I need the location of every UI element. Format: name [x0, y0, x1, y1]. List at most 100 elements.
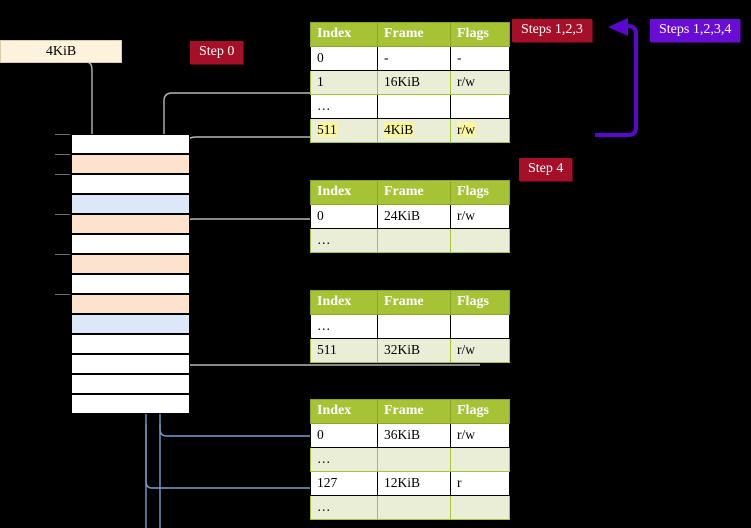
cell-frame: 32KiB: [377, 338, 451, 363]
cell-index: …: [310, 447, 378, 472]
memory-frame-row: [71, 394, 190, 414]
memory-frame-row: [71, 174, 190, 194]
badge-steps-123: Steps 1,2,3: [512, 19, 592, 42]
table-row: …: [310, 314, 510, 339]
cell-frame: [377, 228, 451, 253]
memory-frame-row: [71, 294, 190, 314]
arrowhead-steps-bracket: [608, 18, 628, 36]
badge-step-4: Step 4: [519, 158, 573, 181]
cell-frame: [377, 314, 451, 339]
badge-step-0: Step 0: [190, 41, 244, 64]
memory-frame-row: [71, 194, 190, 214]
column-header-flags: Flags: [450, 290, 510, 315]
wire-pt-row0: [159, 424, 480, 437]
table-row: …: [310, 94, 510, 119]
cell-flags: -: [450, 46, 510, 71]
column-header-frame: Frame: [377, 22, 451, 47]
cell-index: …: [310, 94, 378, 119]
cell-index: 511: [310, 118, 378, 143]
column-header-frame: Frame: [377, 399, 451, 424]
badge-step-0-label: Step 0: [199, 44, 235, 59]
table-row: …: [310, 495, 510, 520]
cell-index: 511: [310, 338, 378, 363]
cell-flags: r/w: [450, 204, 510, 229]
memory-frame-row: [71, 334, 190, 354]
wire-pt-row127: [145, 424, 480, 489]
memory-tick-mark: [55, 254, 70, 255]
memory-tick-mark: [55, 174, 70, 175]
cell-index: 1: [310, 70, 378, 95]
cell-index: 0: [310, 204, 378, 229]
cell-frame: 12KiB: [377, 471, 451, 496]
frame-4kib-block: 4KiB: [0, 40, 122, 63]
cell-index: 0: [310, 46, 378, 71]
cell-index: …: [310, 314, 378, 339]
memory-tick-mark: [55, 134, 70, 135]
wire-pml4-row1: [163, 92, 480, 152]
memory-frame-row: [71, 374, 190, 394]
cell-flags: r/w: [450, 118, 510, 143]
cell-flags: [450, 94, 510, 119]
cell-flags: [450, 495, 510, 520]
cell-frame: -: [377, 46, 451, 71]
cell-frame: 4KiB: [377, 118, 451, 143]
column-header-index: Index: [310, 180, 378, 205]
cell-flags: [450, 314, 510, 339]
column-header-frame: Frame: [377, 180, 451, 205]
memory-frame-row: [71, 314, 190, 334]
column-header-index: Index: [310, 399, 378, 424]
cell-flags: [450, 228, 510, 253]
cell-frame: 36KiB: [377, 423, 451, 448]
badge-steps-123-label: Steps 1,2,3: [521, 22, 583, 37]
cell-frame: [377, 495, 451, 520]
cell-index: …: [310, 495, 378, 520]
memory-tick-mark: [55, 294, 70, 295]
column-header-flags: Flags: [450, 399, 510, 424]
column-header-flags: Flags: [450, 180, 510, 205]
table-row: 0--: [310, 46, 510, 71]
cell-frame: [377, 447, 451, 472]
column-header-index: Index: [310, 290, 378, 315]
cell-flags: r/w: [450, 70, 510, 95]
memory-frame-row: [71, 274, 190, 294]
table-row: …: [310, 447, 510, 472]
memory-frame-row: [71, 154, 190, 174]
memory-frame-row: [71, 234, 190, 254]
badge-steps-1234: Steps 1,2,3,4: [650, 19, 741, 42]
column-header-flags: Flags: [450, 22, 510, 47]
column-header-index: Index: [310, 22, 378, 47]
table-row: …: [310, 228, 510, 253]
memory-frame-row: [71, 134, 190, 154]
frame-4kib-label: 4KiB: [45, 43, 77, 59]
cell-index: 0: [310, 423, 378, 448]
physical-memory-column: [55, 134, 190, 414]
cell-flags: r: [450, 471, 510, 496]
cell-flags: r/w: [450, 338, 510, 363]
badge-step-4-label: Step 4: [528, 161, 564, 176]
memory-tick-mark: [55, 214, 70, 215]
wire-steps-bracket: [595, 24, 638, 137]
cell-flags: [450, 447, 510, 472]
badge-steps-1234-label: Steps 1,2,3,4: [659, 22, 732, 37]
memory-tick-mark: [55, 154, 70, 155]
cell-frame: 24KiB: [377, 204, 451, 229]
cell-flags: r/w: [450, 423, 510, 448]
cell-frame: 16KiB: [377, 70, 451, 95]
cell-frame: [377, 94, 451, 119]
memory-frame-row: [71, 254, 190, 274]
cell-index: …: [310, 228, 378, 253]
memory-frame-row: [71, 354, 190, 374]
